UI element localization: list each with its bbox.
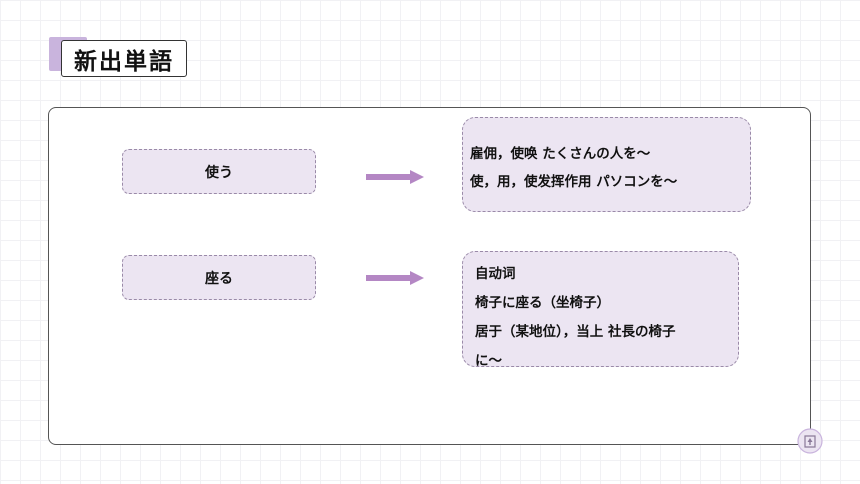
right-arrow-icon: [366, 170, 424, 184]
definition-box: 雇佣，使唤 たくさんの人を～ 使，用，使发挥作用 パソコンを～: [462, 117, 751, 212]
definition-line: 椅子に座る（坐椅子）: [475, 295, 610, 311]
definition-line: 使，用，使发挥作用 パソコンを～: [470, 174, 678, 190]
definition-line: 居于（某地位），当上 社長の椅子: [475, 324, 676, 340]
definition-line: に～: [475, 353, 502, 369]
right-arrow-icon: [366, 271, 424, 285]
definition-box: 自动词 椅子に座る（坐椅子） 居于（某地位），当上 社長の椅子 に～: [462, 251, 739, 369]
vocab-word-box: 座る: [122, 255, 316, 300]
definition-line: 自动词: [475, 266, 516, 282]
book-lamp-icon[interactable]: [797, 428, 823, 454]
vocab-word-box: 使う: [122, 149, 316, 194]
page-title: 新出単語: [61, 40, 187, 77]
definition-line: 雇佣，使唤 たくさんの人を～: [470, 146, 651, 162]
